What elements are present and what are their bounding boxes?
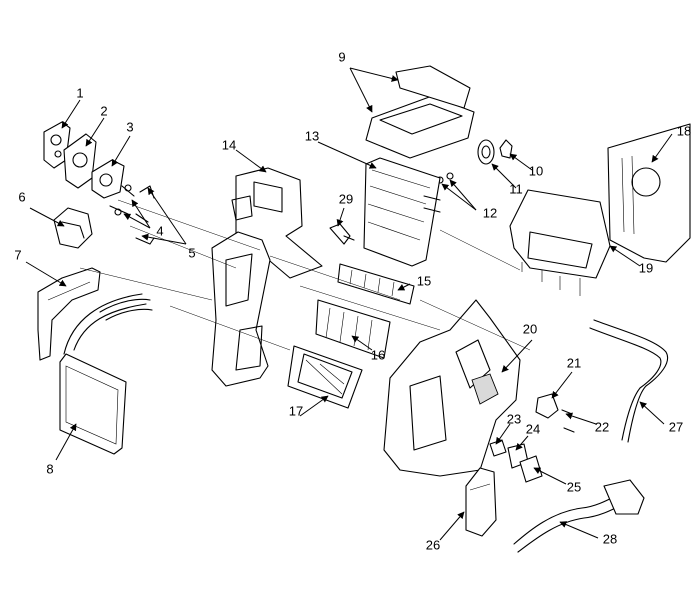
callout-10: 10 (529, 163, 543, 178)
callout-26: 26 (426, 537, 440, 552)
filter-cover-9 (365, 65, 475, 159)
callout-20: 20 (523, 321, 537, 336)
cap-10 (499, 139, 513, 159)
filter-15 (337, 263, 415, 305)
callout-28: 28 (603, 531, 617, 546)
callout-23: 23 (507, 411, 521, 426)
callout-13: 13 (305, 128, 319, 143)
callout-29: 29 (339, 191, 353, 206)
actuator-21 (535, 393, 559, 419)
callout-14: 14 (222, 137, 236, 152)
duct-26 (465, 467, 497, 537)
grommet-11 (477, 139, 495, 165)
callout-15: 15 (417, 273, 431, 288)
callout-16: 16 (371, 347, 385, 362)
insulator-18 (607, 123, 691, 263)
callout-9: 9 (338, 49, 345, 64)
leader-lines (25, 67, 673, 541)
filter-frame-17 (287, 345, 363, 409)
callout-1: 1 (76, 85, 83, 100)
actuator-gasket-2 (63, 133, 97, 189)
motor-6 (53, 207, 93, 249)
callout-3: 3 (126, 119, 133, 134)
callout-22: 22 (595, 419, 609, 434)
callout-4: 4 (156, 223, 163, 238)
callout-24: 24 (526, 421, 540, 436)
callout-21: 21 (567, 355, 581, 370)
lower-case-19 (509, 189, 611, 296)
case-left (211, 231, 271, 387)
screws-5 (135, 237, 155, 245)
callout-5: 5 (188, 245, 195, 260)
evaporator-13 (363, 157, 441, 267)
cover-7 (37, 267, 101, 361)
actuator-3 (91, 159, 125, 199)
callout-labels: 1 2 3 4 5 6 7 8 9 10 11 12 13 14 15 16 1… (14, 49, 691, 552)
part-25 (519, 455, 543, 483)
callout-27: 27 (669, 419, 683, 434)
heater-core-8 (59, 293, 153, 455)
hose-28 (513, 479, 645, 553)
levers-4 (109, 184, 155, 223)
callout-11: 11 (509, 181, 523, 196)
main-case-20 (383, 299, 521, 477)
alignment-lines (79, 199, 531, 351)
callout-6: 6 (18, 189, 25, 204)
callout-17: 17 (289, 403, 303, 418)
callout-25: 25 (567, 479, 581, 494)
callout-19: 19 (639, 260, 653, 275)
drain-hose-27 (589, 319, 668, 443)
fitting-29 (329, 223, 355, 245)
callout-7: 7 (14, 247, 21, 262)
callout-18: 18 (677, 123, 691, 138)
callout-2: 2 (100, 103, 107, 118)
screw-22 (561, 409, 575, 433)
part-23 (489, 439, 507, 457)
callout-8: 8 (46, 461, 53, 476)
callout-12: 12 (483, 205, 497, 220)
grid-16 (315, 299, 391, 359)
